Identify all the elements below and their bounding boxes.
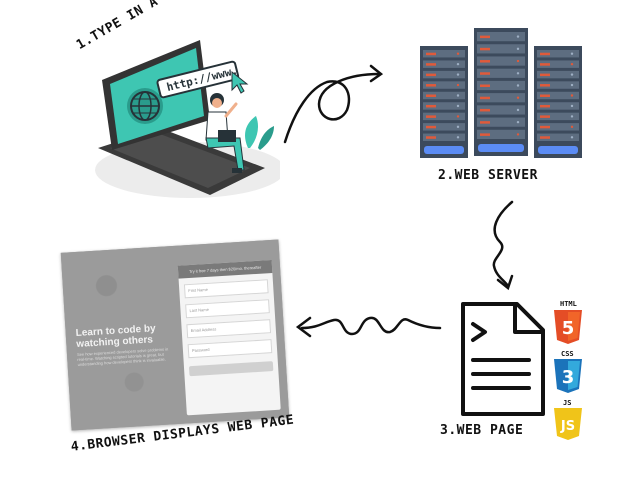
signup-form: Try it free 7 days then $20/mo. thereaft…	[177, 259, 281, 416]
laptop-url-illustration: http://www.	[95, 40, 280, 198]
first-name-field: First Name	[183, 279, 269, 299]
svg-text:JS: JS	[560, 419, 575, 434]
email-field: Email Address	[186, 319, 272, 339]
server-rack	[474, 28, 528, 156]
last-name-field: Last Name	[185, 299, 270, 319]
person-figure	[205, 93, 245, 173]
svg-text:3: 3	[562, 367, 575, 388]
password-field: Password	[187, 339, 273, 359]
arrow-loop-1-to-2	[283, 64, 384, 144]
signup-button	[188, 361, 274, 377]
globe-icon	[127, 88, 163, 124]
step-2-label: 2.WEB SERVER	[438, 168, 538, 183]
html-badge-label: HTML	[560, 300, 577, 308]
url-bar	[156, 60, 240, 99]
css-badge-label: CSS	[561, 350, 574, 358]
step-3-label: 3.WEB PAGE	[440, 423, 524, 438]
arrow-page-to-browser	[295, 316, 442, 338]
arrow-server-to-page	[492, 200, 514, 291]
cursor-icon	[231, 70, 249, 94]
browser-web-page-preview: Learn to code by watching others See how…	[60, 239, 290, 431]
server-rack	[534, 46, 582, 158]
web-server-illustration	[420, 28, 582, 158]
tech-badges: HTML 5 CSS 3 JS JS	[554, 300, 582, 440]
js-badge-label: JS	[563, 399, 571, 407]
js-icon	[554, 408, 582, 440]
svg-text:5: 5	[562, 318, 575, 339]
server-rack	[420, 46, 468, 158]
web-page-document-icon	[461, 302, 545, 416]
